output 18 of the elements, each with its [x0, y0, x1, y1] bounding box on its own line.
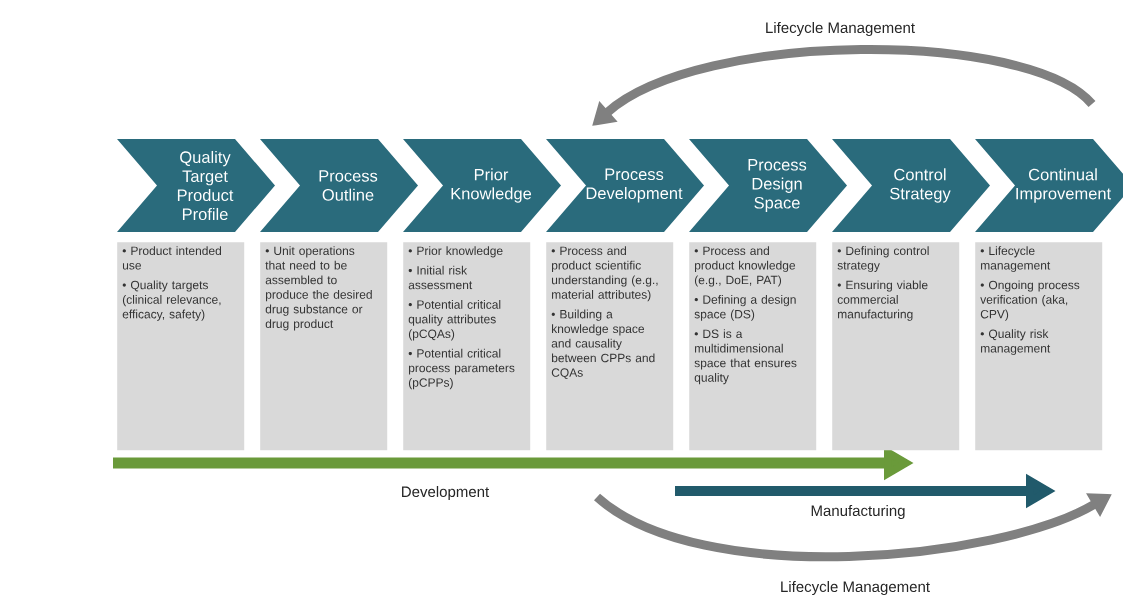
chevron-step: Continual Improvement [975, 139, 1123, 232]
arrow-label: Development [402, 486, 490, 500]
text-panel: • Defining control strategy • Ensuring viable commercial manufacturing [832, 242, 960, 451]
text-panel: • Process and product knowledge (e.g., DoE, PAT) • Defining a design space (DS) • DS is a multidimensional space that ensures quality [689, 242, 817, 451]
chevron-step: Quality Target Product Profile [117, 139, 275, 232]
chevron-step: Process Development [546, 139, 704, 232]
arrow-label: Manufacturing [811, 505, 905, 519]
text-panel: • Unit operations that need to be assembled to produce the desired drug substance or drug product [260, 242, 388, 451]
text-panel: • Process and product scientific understanding (e.g., material attributes) • Building a knowledge space and causality between CPPs and CQAs [546, 242, 674, 451]
text-panel: • Prior knowledge • Initial risk assessment • Potential critical quality attributes (pCQAs) • Potential critical process parameters (pCPPs) [403, 242, 531, 451]
text-panel: • Lifecycle management • Ongoing process verification (aka, CPV) • Quality risk management [975, 242, 1103, 451]
chevron-step: Control Strategy [832, 139, 990, 232]
chevron-step: Process Design Space [689, 139, 847, 232]
arrow-label: Lifecycle Management [781, 581, 930, 595]
text-panel: • Product intended use • Quality targets (clinical relevance, efficacy, safety) [117, 242, 245, 451]
chevron-step: Prior Knowledge [403, 139, 561, 232]
chevron-step: Process Outline [260, 139, 418, 232]
arrow-label: Lifecycle Management [766, 22, 915, 36]
